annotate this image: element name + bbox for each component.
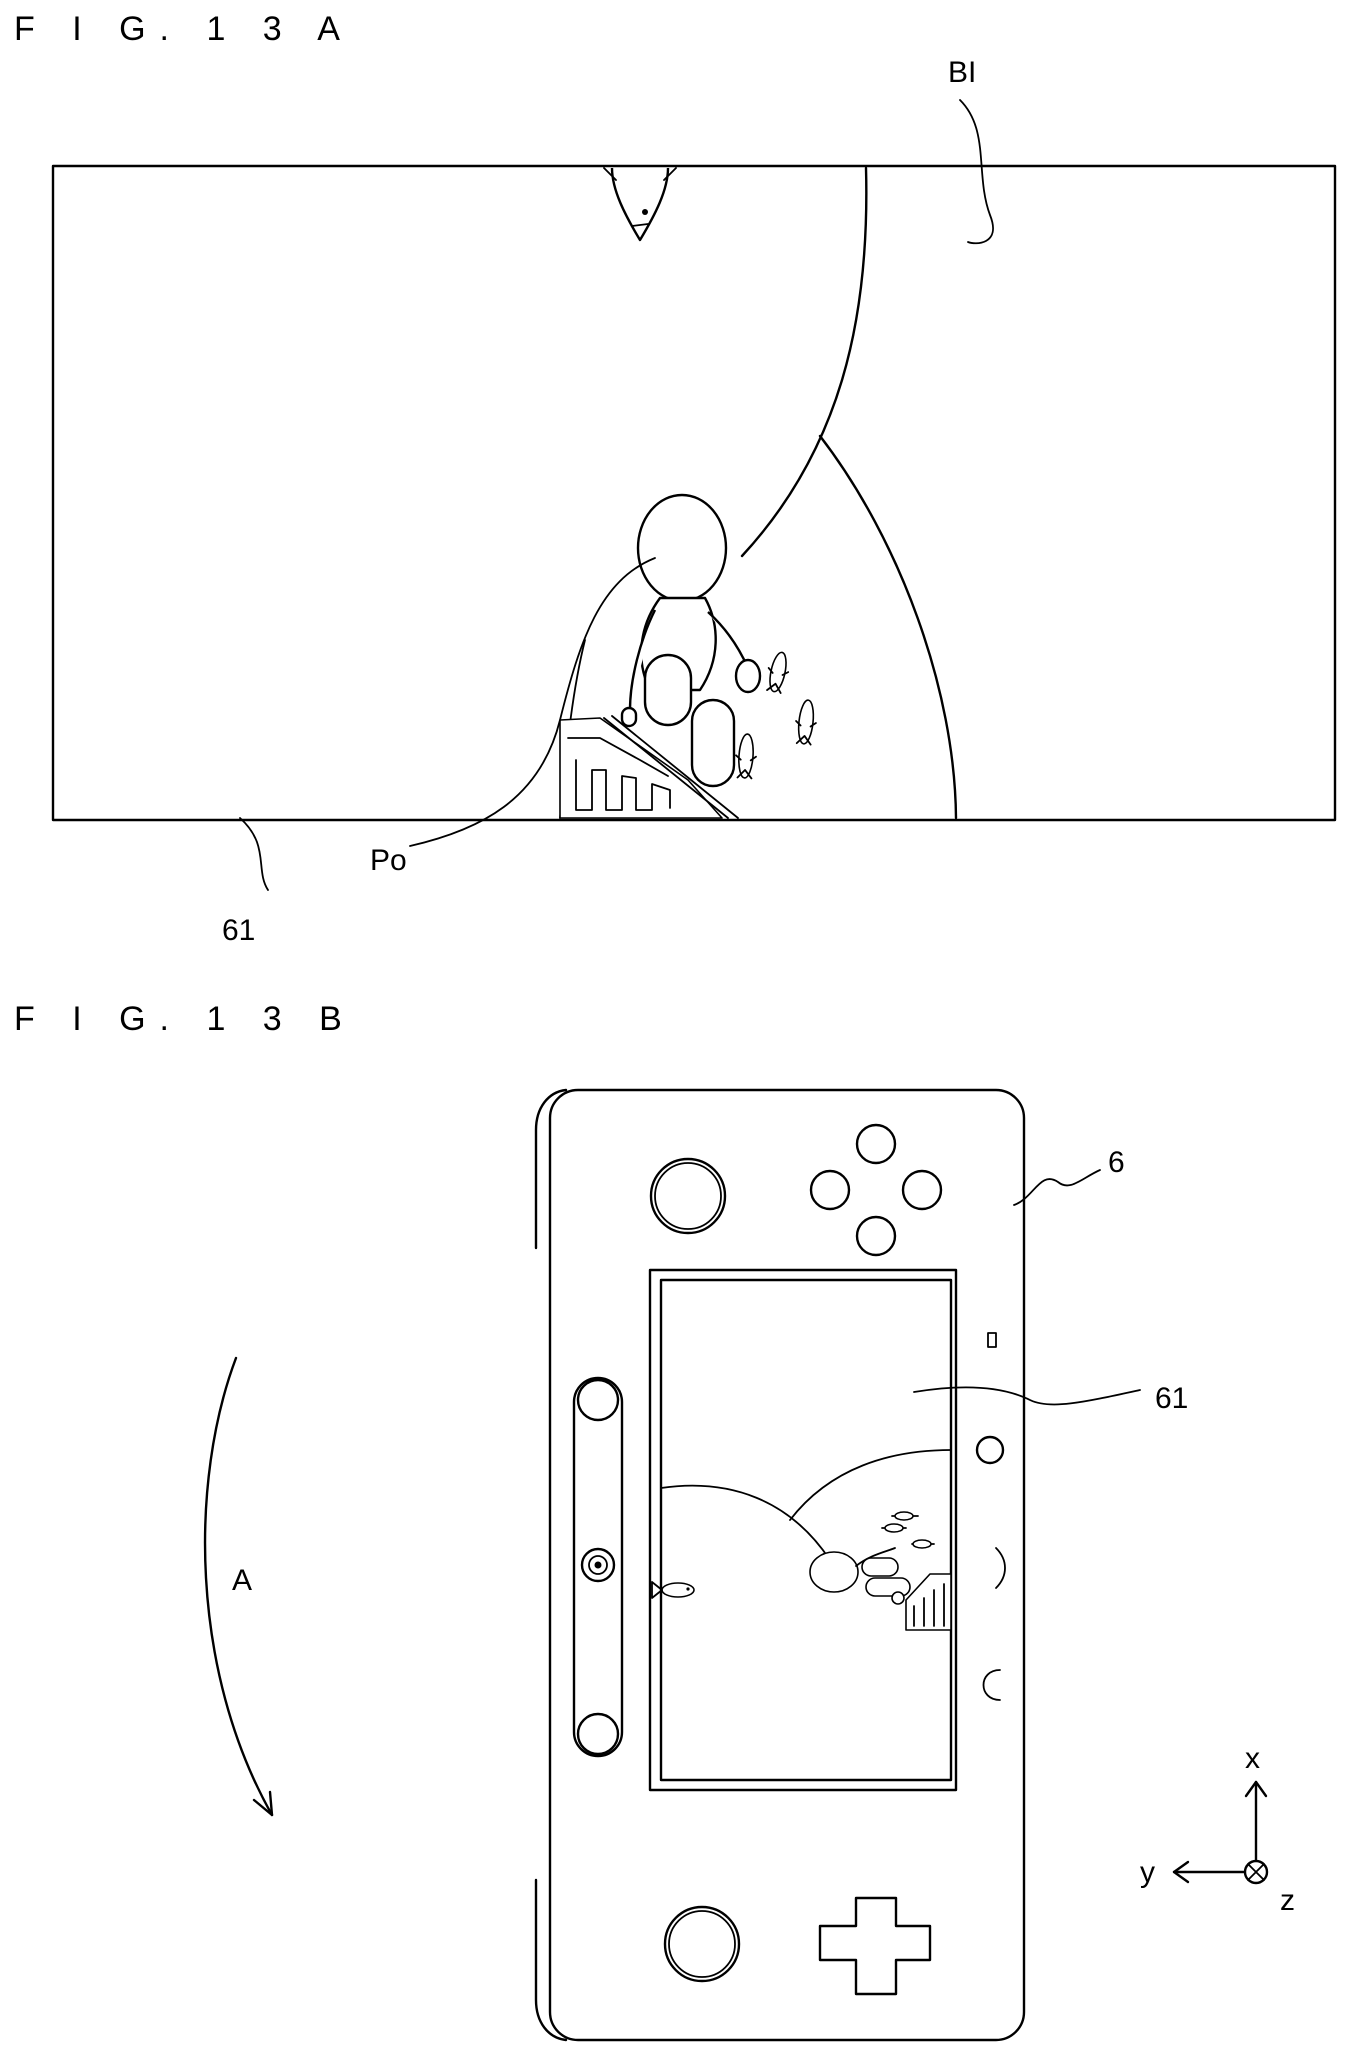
- analog-stick-top: [649, 1157, 727, 1235]
- fish-school-icon: [735, 651, 817, 780]
- player-head: [636, 493, 728, 603]
- button-a: [901, 1169, 943, 1211]
- player-left-leg: [643, 653, 693, 727]
- player-character-po: [620, 493, 762, 788]
- label-device-6: 6: [1108, 1146, 1125, 1179]
- dpad: [818, 1896, 932, 1996]
- power-indicator: [987, 1332, 997, 1348]
- mini-fish-icon: [651, 1581, 695, 1599]
- button-b: [855, 1215, 897, 1257]
- label-screen-61-a: 61: [222, 914, 255, 947]
- leader-po: [409, 557, 656, 847]
- mini-fish-school-icon: [881, 1511, 935, 1549]
- label-po: Po: [370, 844, 407, 877]
- face-buttons: [809, 1123, 943, 1257]
- label-axis-y: y: [1140, 1856, 1155, 1889]
- button-x: [855, 1123, 897, 1165]
- figure-13a: F I G. 1 3 A: [14, 10, 1337, 947]
- device-screen-game-view: [651, 1449, 952, 1631]
- speaker-slot: [995, 1547, 1006, 1589]
- player-right-leg: [690, 698, 736, 788]
- mini-player-icon: [809, 1547, 911, 1605]
- slide-pad: [572, 1376, 624, 1758]
- label-axis-z: z: [1280, 1884, 1295, 1917]
- figure-13b-title: F I G. 1 3 B: [14, 1000, 356, 1038]
- label-screen-61-b: 61: [1155, 1382, 1188, 1415]
- device-screen-outer: [648, 1268, 958, 1792]
- device-side-grip-bottom: [534, 1878, 568, 2042]
- coordinate-axes: [1172, 1780, 1269, 1885]
- label-rotation-a: A: [232, 1564, 252, 1597]
- label-axis-x: x: [1245, 1742, 1260, 1775]
- device-side-grip-top: [534, 1088, 568, 1250]
- game-screen-frame: [51, 164, 1337, 822]
- player-left-arm: [628, 609, 657, 711]
- leader-bi: [959, 99, 994, 245]
- handheld-device-body: [548, 1088, 1026, 2042]
- rotation-arrow-a: [203, 1356, 274, 1817]
- analog-stick-bottom: [663, 1905, 741, 1983]
- fish-top-icon: [603, 167, 677, 242]
- figure-13a-title: F I G. 1 3 A: [14, 10, 354, 48]
- leader-61-b: [913, 1386, 1141, 1406]
- leader-61-a: [239, 817, 269, 891]
- side-button: [982, 1669, 1001, 1701]
- background-curve-upper: [740, 166, 868, 558]
- button-y: [809, 1169, 851, 1211]
- building-icon: [559, 715, 739, 819]
- figure-13b: F I G. 1 3 B: [14, 1000, 1295, 2042]
- background-curve-right: [818, 434, 958, 820]
- label-bi: BI: [948, 56, 976, 89]
- leader-6: [1013, 1169, 1101, 1206]
- mini-building-icon: [905, 1573, 952, 1631]
- device-screen-61: [659, 1278, 953, 1782]
- home-button: [975, 1435, 1005, 1465]
